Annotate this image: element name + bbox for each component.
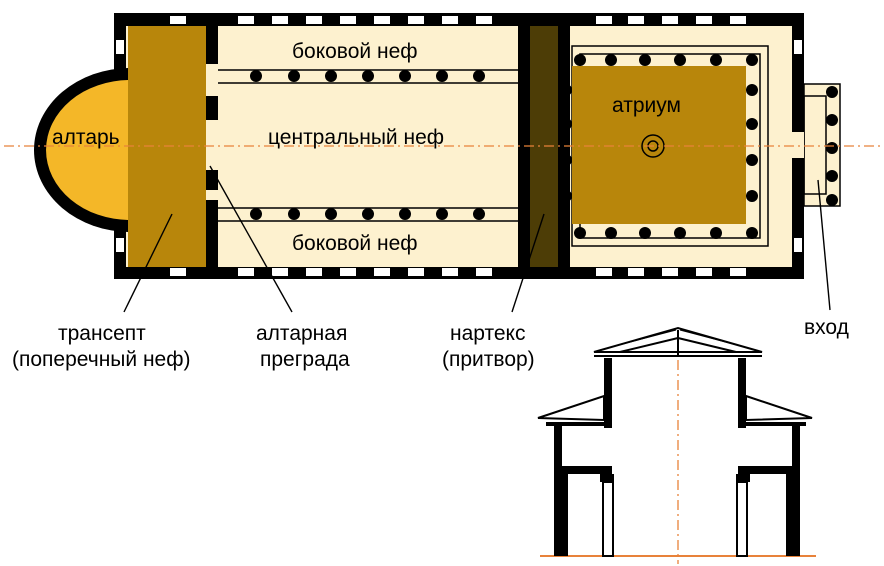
lower-pier-left — [600, 474, 614, 482]
main-roof — [593, 326, 763, 357]
central-nave-label: центральный неф — [268, 126, 444, 149]
entrance-columns — [826, 86, 838, 206]
transept-label-sub: (поперечный неф) — [12, 348, 191, 371]
narthex-label-sub: (притвор) — [442, 348, 535, 371]
atrium-label: атриум — [612, 94, 681, 117]
atrium-columns — [560, 54, 758, 239]
gallery-floor-left — [554, 466, 612, 474]
floor-plan — [4, 13, 880, 313]
altar-label: алтарь — [52, 126, 120, 149]
narthex-label: нартекс — [450, 322, 525, 345]
clerestory-wall-left — [604, 358, 612, 428]
altar-barrier-wall — [206, 200, 218, 267]
altar-barrier-wall — [206, 96, 218, 120]
lower-wall-left — [554, 474, 568, 556]
altar-barrier-label-sub: преграда — [260, 348, 350, 371]
section-columns — [602, 481, 748, 557]
nave-columns — [250, 70, 485, 220]
atrium — [572, 66, 746, 224]
altar-barrier-wall — [206, 170, 218, 190]
clerestory-wall-right — [738, 358, 746, 428]
section-column-lines — [559, 500, 795, 556]
gallery-floor-right — [738, 466, 800, 474]
entrance-label: вход — [804, 316, 849, 339]
altar-barrier-label: алтарная — [256, 322, 347, 345]
leader-lines — [123, 165, 831, 313]
side-nave-bottom-label: боковой неф — [292, 232, 418, 255]
lower-wall-right — [786, 474, 800, 556]
gallery-wall-right — [792, 426, 800, 470]
altar-area — [46, 80, 130, 220]
side-nave-top-label: боковой неф — [292, 40, 418, 63]
cross-section — [537, 326, 816, 564]
wall-windows — [116, 16, 802, 276]
lower-pier-right — [736, 474, 750, 482]
roof-tiles — [599, 329, 757, 351]
altar-barrier-wall — [206, 26, 218, 64]
entrance-opening — [792, 132, 804, 158]
transept-label: трансепт — [58, 322, 146, 345]
side-roofs — [537, 394, 813, 422]
gallery-wall-left — [554, 426, 562, 470]
